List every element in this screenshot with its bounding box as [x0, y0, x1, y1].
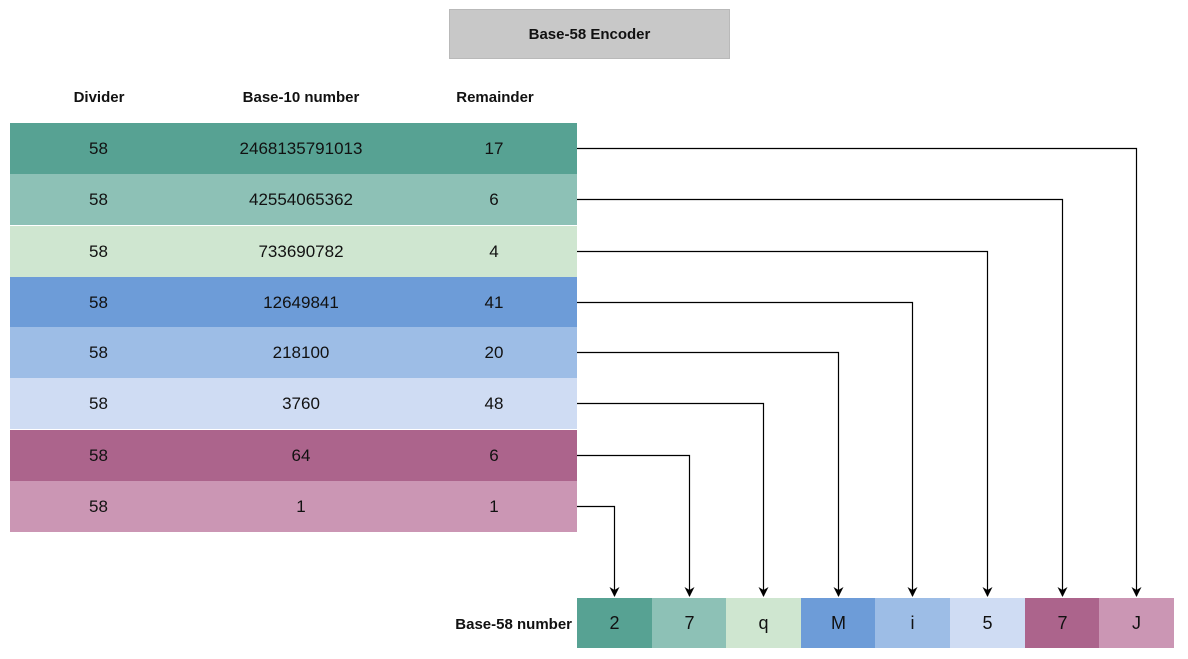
- base58-char-cell: 2: [577, 598, 652, 648]
- remainder-cell: 6: [489, 189, 499, 209]
- base58-char-cell: M: [801, 598, 876, 648]
- base58-number-label: Base-58 number: [455, 616, 572, 633]
- header-divider: Divider: [73, 89, 125, 106]
- base58-char-cell: q: [726, 598, 801, 648]
- remainder-cell: 6: [489, 445, 499, 465]
- remainder-cell: 48: [484, 393, 504, 413]
- remainder-cell: 4: [489, 241, 499, 261]
- connector-arrow: [577, 351, 844, 597]
- table-row: 58 64 6: [10, 430, 577, 481]
- base58-char-cell: J: [1099, 598, 1174, 648]
- diagram-title: Base-58 Encoder: [449, 9, 730, 59]
- divider-cell: 58: [89, 342, 108, 362]
- connector-arrow: [577, 250, 993, 597]
- table-row: 58 1 1: [10, 481, 577, 532]
- base58-char-cell: i: [875, 598, 950, 648]
- table-row: 58 42554065362 6: [10, 174, 577, 225]
- remainder-cell: 41: [484, 292, 504, 312]
- header-remainder: Remainder: [456, 89, 534, 106]
- divider-cell: 58: [89, 496, 108, 516]
- connector-arrow: [577, 402, 769, 597]
- connector-arrow: [577, 454, 695, 597]
- divider-cell: 58: [89, 393, 108, 413]
- table-row: 58 218100 20: [10, 327, 577, 378]
- base10-number-cell: 733690782: [258, 241, 344, 261]
- base58-char-cell: 7: [652, 598, 727, 648]
- header-base10-number: Base-10 number: [242, 89, 360, 106]
- base10-number-cell: 64: [291, 445, 311, 465]
- table-row: 58 733690782 4: [10, 226, 577, 277]
- divider-cell: 58: [89, 292, 108, 312]
- divider-cell: 58: [89, 138, 108, 158]
- base10-number-cell: 1: [296, 496, 306, 516]
- base10-number-cell: 42554065362: [248, 189, 353, 209]
- divider-cell: 58: [89, 445, 108, 465]
- table-row: 58 12649841 41: [10, 277, 577, 328]
- connector-arrow: [577, 301, 918, 597]
- remainder-cell: 1: [489, 496, 499, 516]
- connector-arrow: [577, 147, 1142, 597]
- divider-cell: 58: [89, 241, 108, 261]
- base58-char-cell: 5: [950, 598, 1025, 648]
- connector-arrow: [577, 198, 1068, 597]
- base10-number-cell: 12649841: [263, 292, 339, 312]
- remainder-cell: 17: [484, 138, 504, 158]
- remainder-cell: 20: [484, 342, 504, 362]
- table-row: 58 3760 48: [10, 378, 577, 429]
- table-row: 58 2468135791013 17: [10, 123, 577, 174]
- base10-number-cell: 218100: [272, 342, 330, 362]
- divider-cell: 58: [89, 189, 108, 209]
- connector-arrow: [577, 505, 620, 597]
- base58-char-cell: 7: [1025, 598, 1100, 648]
- base10-number-cell: 3760: [282, 393, 320, 413]
- base10-number-cell: 2468135791013: [239, 138, 363, 158]
